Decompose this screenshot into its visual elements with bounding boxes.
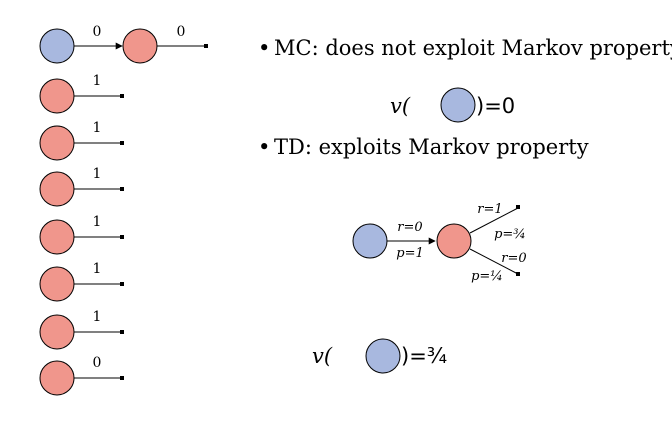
reward-label: 1 [93, 214, 102, 230]
bullet-text: MC: does not exploit Markov property [274, 36, 672, 60]
state-a-node [39, 28, 75, 64]
reward-label: 0 [93, 355, 102, 371]
terminal-node [120, 187, 124, 191]
terminal-node [120, 376, 124, 380]
terminal-node [120, 141, 124, 145]
reward-label: 1 [93, 120, 102, 136]
state-b-node [39, 219, 75, 255]
edge-reward-label: r=0 [397, 220, 422, 235]
terminal-node [120, 330, 124, 334]
episode-row: 1 [39, 261, 124, 302]
episode-row: 1 [39, 166, 124, 207]
value-suffix: )=¾ [401, 344, 447, 368]
value-suffix: )=0 [476, 94, 515, 118]
branch-upper [469, 207, 519, 234]
branch-lower-prob: p=¼ [471, 269, 503, 284]
edge-prob-label: p=1 [396, 246, 424, 261]
state-b-node [436, 223, 472, 259]
branch-upper-prob: p=¾ [494, 227, 526, 242]
reward-label: 1 [93, 309, 102, 325]
reward-label: 1 [93, 166, 102, 182]
branch-lower-reward: r=0 [501, 251, 526, 266]
state-a-node [440, 87, 476, 123]
episode-row: 1 [39, 120, 124, 161]
bullet-marker: • [258, 36, 271, 60]
terminal-node [120, 94, 124, 98]
terminal-node [516, 272, 520, 276]
state-b-node [39, 360, 75, 396]
value-prefix: v( [312, 344, 333, 368]
episode-row: 1 [39, 73, 124, 114]
bullet-marker: • [258, 135, 271, 159]
episode-row: 0 [39, 355, 124, 396]
reward-label: 1 [93, 261, 102, 277]
td-value-expression: v( )=¾ [312, 338, 447, 374]
reward-label: 0 [177, 24, 186, 40]
bullet-td: •TD: exploits Markov property [258, 137, 589, 158]
terminal-node [204, 44, 208, 48]
episode-row: 1 [39, 309, 124, 350]
terminal-node [120, 235, 124, 239]
state-b-node [39, 125, 75, 161]
state-a-node [352, 223, 388, 259]
terminal-node [516, 205, 520, 209]
state-b-node [122, 28, 158, 64]
branch-upper-reward: r=1 [477, 202, 502, 217]
episode-row: 0 0 [39, 24, 208, 64]
bullet-mc: •MC: does not exploit Markov property [258, 38, 672, 59]
state-b-node [39, 78, 75, 114]
mc-value-expression: v( )=0 [390, 87, 515, 123]
value-prefix: v( [390, 94, 411, 118]
td-graph: r=0 p=1 r=1 p=¾ r=0 p=¼ [352, 202, 527, 284]
reward-label: 0 [93, 24, 102, 40]
bullet-text: TD: exploits Markov property [274, 135, 589, 159]
state-b-node [39, 171, 75, 207]
reward-label: 1 [93, 73, 102, 89]
episode-list: 0 0 1 1 1 1 [39, 24, 208, 396]
state-a-node [365, 338, 401, 374]
branch-lower [469, 248, 519, 275]
state-b-node [39, 266, 75, 302]
terminal-node [120, 282, 124, 286]
episode-row: 1 [39, 214, 124, 255]
state-b-node [39, 314, 75, 350]
